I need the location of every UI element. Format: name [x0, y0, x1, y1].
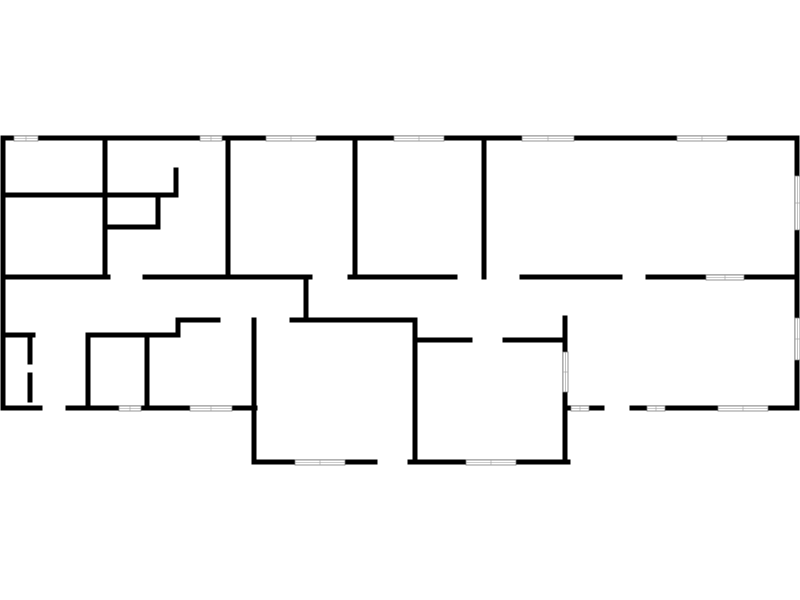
- wall-h-227: [105, 224, 161, 230]
- outer-wall-bottom-6: [629, 405, 800, 411]
- window-bottom-2: [189, 405, 233, 412]
- window-right-2: [794, 317, 800, 361]
- wall-v-30b: [27, 372, 33, 403]
- wall-v-254: [251, 317, 257, 465]
- corridor-wall-1: [0, 274, 111, 280]
- wall-h-195: [5, 192, 179, 198]
- wall-v-105: [102, 135, 108, 280]
- windows-layer: [13, 135, 800, 466]
- wall-v-415: [412, 317, 418, 465]
- wall-v-306: [303, 277, 309, 321]
- corridor-wall-3: [347, 274, 458, 280]
- wall-h-335b: [85, 332, 181, 338]
- window-bottom-6: [646, 405, 666, 412]
- wall-stub-158: [155, 197, 161, 230]
- wall-stub-178: [175, 317, 181, 338]
- window-bottom-1: [118, 405, 142, 412]
- window-top-1: [13, 135, 39, 142]
- outer-wall-right: [794, 135, 800, 411]
- wall-v-147: [144, 332, 150, 411]
- wall-h-320a: [175, 317, 221, 323]
- outer-wall-bottom-2: [65, 405, 258, 411]
- wall-v-88: [85, 332, 91, 411]
- window-top-5: [521, 135, 575, 142]
- window-bottom-7: [717, 405, 769, 412]
- window-bottom-4: [465, 459, 517, 466]
- window-top-3: [265, 135, 317, 142]
- corridor-wall-4: [519, 274, 623, 280]
- wall-v-30a: [27, 332, 33, 365]
- window-inner-1: [705, 274, 745, 281]
- window-top-4: [393, 135, 445, 142]
- window-top-2: [199, 135, 223, 142]
- outer-wall-left: [0, 135, 6, 411]
- wall-h-340a: [412, 337, 473, 343]
- window-inner-2: [562, 351, 569, 393]
- wall-h-320b: [289, 317, 418, 323]
- walls-layer: [0, 135, 800, 465]
- wall-v-228: [225, 135, 231, 280]
- window-top-6: [676, 135, 728, 142]
- wall-v-484: [481, 135, 487, 280]
- wall-h-340b: [502, 337, 568, 343]
- window-right-1: [794, 175, 800, 231]
- window-bottom-5: [570, 405, 590, 412]
- window-bottom-3: [294, 459, 346, 466]
- outer-wall-bottom-1: [0, 405, 43, 411]
- wall-v-355: [352, 135, 358, 280]
- wall-h-335a: [5, 332, 36, 338]
- corridor-wall-2: [142, 274, 313, 280]
- wall-stub-176: [173, 167, 179, 198]
